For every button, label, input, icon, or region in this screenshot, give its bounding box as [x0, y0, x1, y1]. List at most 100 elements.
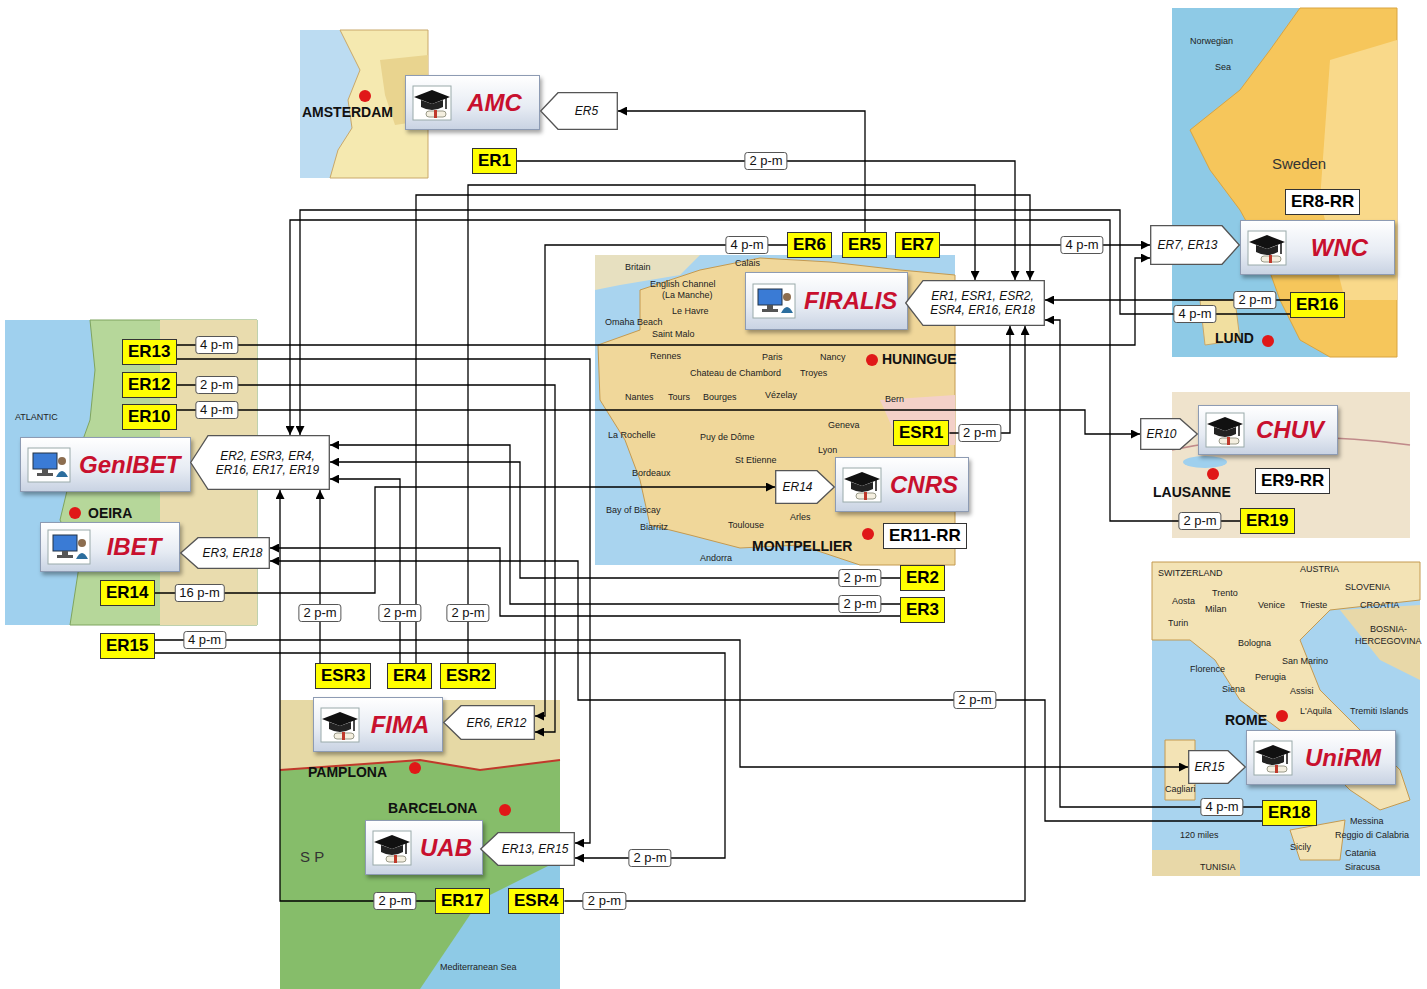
icon-part: [842, 467, 882, 503]
city-dot: [69, 507, 81, 519]
city-name: HUNINGUE: [882, 351, 957, 367]
icon-part: [758, 289, 782, 305]
map-label: La Rochelle: [608, 430, 656, 441]
institution-name: FIRALIS: [804, 287, 897, 315]
assigned-researchers: ER2, ESR3, ER4, ER16, ER17, ER19: [210, 449, 325, 477]
tunisia-land: [1152, 850, 1240, 876]
icon-part: [875, 480, 877, 491]
icon-part: [752, 283, 796, 319]
icon-part: [56, 471, 68, 477]
institution-icon: [1205, 412, 1245, 448]
arrow-shape: [1189, 751, 1246, 784]
lake: [1183, 456, 1227, 468]
assignment-arrow: ER13, ER15: [480, 832, 575, 866]
duration-label: 2 p-m: [1178, 512, 1221, 530]
france-land: [598, 258, 955, 565]
map-label: Troyes: [800, 368, 827, 379]
researcher-box: ER7: [895, 232, 940, 258]
duration-label: 4 p-m: [195, 401, 238, 419]
researcher-box: ER2: [900, 565, 945, 591]
icon-part: [334, 733, 354, 739]
researcher-box: ER13: [122, 339, 177, 365]
map-label: Vézelay: [765, 390, 797, 401]
map-label: Britain: [625, 262, 651, 273]
assigned-researchers: ER1, ESR1, ESR2, ESR4, ER16, ER18: [925, 289, 1040, 317]
researcher-box: ER17: [435, 888, 490, 914]
researcher-box: ER10: [122, 404, 177, 430]
researcher-code: ER4: [393, 666, 426, 685]
map-label: Siracusa: [1345, 862, 1380, 873]
map-label: English Channel: [650, 279, 716, 290]
connector-line: [618, 111, 865, 232]
map-label: Andorra: [700, 553, 732, 564]
researcher-code: ESR4: [514, 891, 558, 910]
map-label: Norwegian: [1190, 36, 1233, 47]
duration-label: 4 p-m: [1200, 798, 1243, 816]
icon-part: [426, 111, 446, 117]
connector: [177, 359, 590, 843]
icon-part: [27, 447, 71, 483]
icon-part: [1269, 255, 1272, 263]
connector: [618, 111, 865, 232]
researcher-code: ER15: [106, 636, 149, 655]
connector: [270, 561, 1262, 821]
institution-icon: [1253, 740, 1293, 776]
institution-name: WNC: [1295, 234, 1384, 262]
arrow-shape: [776, 471, 835, 504]
researcher-box: ER5: [842, 232, 887, 258]
icon-part: [1261, 256, 1281, 262]
city-dot: [1262, 335, 1274, 347]
icon-part: [1253, 740, 1293, 776]
icon-part: [374, 835, 410, 849]
map-label: SWITZERLAND: [1158, 568, 1223, 579]
map-label: Catania: [1345, 848, 1376, 859]
switzerland-land: [880, 395, 955, 445]
map-label: Arles: [790, 512, 811, 523]
icon-part: [843, 468, 881, 502]
assignment-arrow: ER10: [1140, 418, 1198, 450]
map-label: Bourges: [703, 392, 737, 403]
researcher-code: ER10: [128, 407, 171, 426]
city-name: MONTPELLIER: [752, 538, 852, 554]
researcher-box: ER12: [122, 372, 177, 398]
researcher-code: ER18: [1268, 803, 1311, 822]
connector-line: [1045, 320, 1262, 807]
map-label: Toulouse: [728, 520, 764, 531]
map-label: CROATIA: [1360, 600, 1399, 611]
researcher-code: ER11-RR: [889, 526, 961, 545]
institution-box: AMC: [405, 75, 540, 130]
researcher-code: ESR2: [446, 666, 490, 685]
icon-part: [320, 707, 360, 743]
italy-map: [1152, 562, 1420, 876]
map-label: Calais: [735, 258, 760, 269]
connector-line: [300, 210, 1290, 435]
map-label: San Marino: [1282, 656, 1328, 667]
city-dot: [866, 354, 878, 366]
arrow-shape: [481, 833, 575, 866]
icon-part: [33, 453, 57, 469]
institution-name: AMC: [460, 89, 529, 117]
icon-part: [322, 712, 358, 726]
icon-part: [28, 448, 70, 482]
assigned-researchers: ER3, ER18: [202, 546, 262, 560]
assigned-researchers: ER5: [575, 104, 598, 118]
icon-part: [372, 830, 412, 866]
connector: [155, 640, 1188, 767]
institution-icon: [412, 85, 452, 121]
connector-line: [155, 640, 1188, 767]
city-dot: [862, 528, 874, 540]
map-label: S P: [300, 848, 324, 865]
duration-label: 2 p-m: [744, 152, 787, 170]
icon-part: [413, 86, 451, 120]
assigned-researchers: ER14: [782, 480, 812, 494]
duration-label: 2 p-m: [583, 892, 626, 910]
assignment-arrow: ER3, ER18: [180, 537, 270, 569]
map-label: Paris: [762, 352, 783, 363]
connector-line: [270, 548, 900, 616]
duration-label: 4 p-m: [1060, 236, 1103, 254]
icon-part: [1238, 425, 1240, 436]
assigned-researchers: ER7, ER13: [1157, 238, 1217, 252]
connector: [468, 185, 975, 663]
map-label: Mediterranean Sea: [440, 962, 517, 973]
